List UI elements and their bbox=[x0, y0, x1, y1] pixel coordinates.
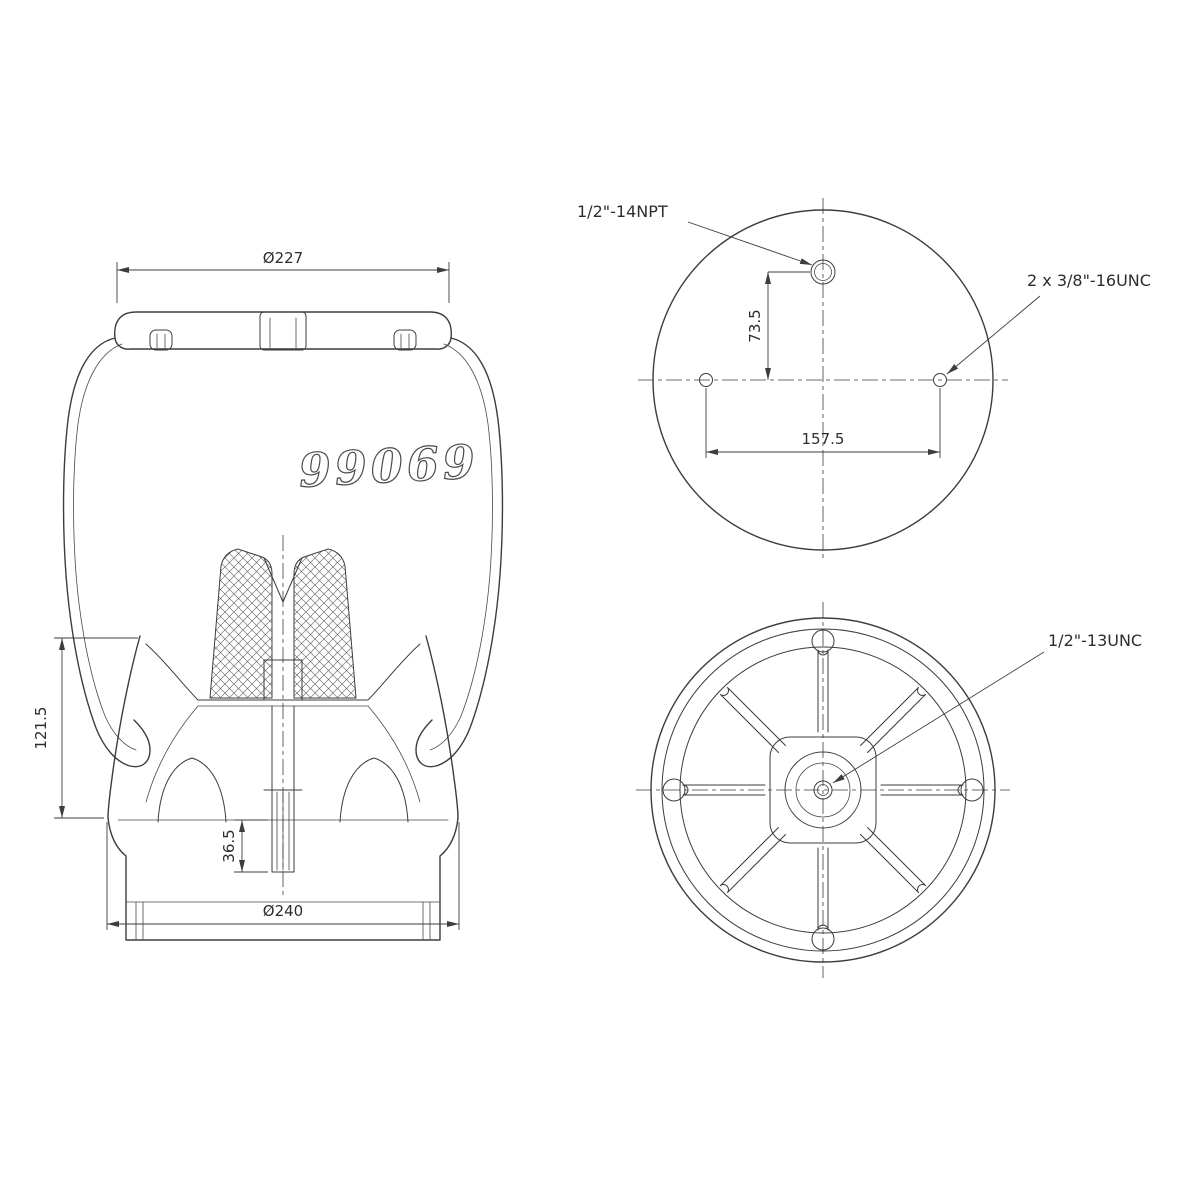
stud bbox=[263, 535, 303, 895]
dim-stud-length: 36.5 bbox=[220, 819, 268, 873]
dim-base-diameter-label: Ø240 bbox=[263, 902, 303, 920]
spoke-northeast bbox=[860, 687, 926, 753]
air-port-callout: 1/2"-14NPT bbox=[577, 202, 813, 266]
spoke-southwest bbox=[720, 827, 786, 893]
spoke-south bbox=[817, 847, 829, 931]
dim-base-diameter: Ø240 bbox=[106, 822, 460, 930]
piston-wall-right bbox=[425, 635, 459, 819]
spoke-north bbox=[817, 649, 829, 733]
spoke-northwest bbox=[720, 687, 786, 753]
bottom-view: 1/2"-13UNC bbox=[636, 602, 1142, 978]
plate-center-boss bbox=[259, 311, 307, 351]
spoke-east bbox=[880, 784, 964, 796]
plate-crimp-right bbox=[393, 329, 417, 351]
center-thread-hole bbox=[813, 780, 833, 800]
dim-stud-spacing: 157.5 bbox=[705, 388, 941, 458]
ear-right bbox=[960, 778, 984, 802]
piston-wall-left bbox=[107, 635, 141, 819]
top-view: 73.5 157.5 1/2"-14NPT 2 x 3/8"-16UNC bbox=[577, 198, 1151, 562]
hub-circle-inner bbox=[795, 762, 851, 818]
center-thread-leader bbox=[832, 651, 1045, 784]
plate-crimp-left-detail bbox=[156, 333, 166, 349]
center-thread-label: 1/2"-13UNC bbox=[1048, 631, 1142, 650]
studs-callout: 2 x 3/8"-16UNC bbox=[946, 271, 1151, 375]
spoke-west bbox=[682, 784, 766, 796]
top-plate bbox=[114, 311, 452, 351]
hub-circle-outer bbox=[784, 751, 862, 829]
dim-top-diameter: Ø227 bbox=[116, 249, 450, 303]
spoke-southeast bbox=[860, 827, 926, 893]
spokes bbox=[682, 649, 964, 931]
dim-extension-lines bbox=[106, 822, 460, 930]
dim-extension-lines bbox=[234, 819, 268, 873]
bellows-inner-right bbox=[429, 343, 493, 751]
ear-left bbox=[662, 778, 686, 802]
center-thread-callout: 1/2"-13UNC bbox=[832, 631, 1142, 784]
dim-stud-spacing-label: 157.5 bbox=[802, 430, 845, 448]
bumper-right-section bbox=[293, 548, 357, 699]
dim-height-label: 121.5 bbox=[32, 707, 50, 750]
dim-extension-lines bbox=[116, 262, 450, 303]
studs-leader bbox=[946, 295, 1041, 375]
hub bbox=[769, 736, 877, 844]
dim-port-offset: 73.5 bbox=[746, 271, 810, 380]
bellows: 99069 bbox=[62, 337, 504, 768]
plate-center-boss-detail bbox=[269, 317, 297, 349]
stud-hole-right bbox=[933, 373, 947, 387]
ear-bottom bbox=[811, 927, 835, 951]
center-thread-minor bbox=[817, 784, 829, 796]
piston-arch-left bbox=[157, 757, 227, 823]
air-port-hole bbox=[810, 259, 836, 285]
piston-top-seat bbox=[145, 643, 421, 701]
side-view: Ø227 99069 bbox=[32, 249, 504, 941]
air-port-label: 1/2"-14NPT bbox=[577, 202, 668, 221]
dim-height: 121.5 bbox=[32, 637, 138, 819]
mounting-ears bbox=[662, 629, 984, 951]
dim-top-diameter-label: Ø227 bbox=[263, 249, 303, 267]
air-port-outer bbox=[810, 259, 836, 285]
piston-arch-right bbox=[339, 757, 409, 823]
bellows-outer-left bbox=[62, 337, 151, 768]
ear-top bbox=[811, 629, 835, 653]
dim-stud-length-label: 36.5 bbox=[220, 829, 238, 862]
air-port-leader bbox=[687, 221, 813, 266]
bellows-outer-right bbox=[415, 337, 504, 768]
stud-hole-left bbox=[699, 373, 713, 387]
dim-port-offset-label: 73.5 bbox=[746, 309, 764, 342]
air-port-thread bbox=[814, 263, 832, 281]
base-outline bbox=[107, 817, 459, 941]
plate-crimp-left bbox=[149, 329, 173, 351]
hub-plate bbox=[769, 736, 877, 844]
bumper-left-section bbox=[209, 548, 273, 699]
bellows-inner-left bbox=[73, 343, 137, 751]
part-number-label: 99069 bbox=[297, 434, 480, 497]
dim-extension-lines bbox=[705, 388, 941, 458]
plate-crimp-right-detail bbox=[400, 333, 410, 349]
studs-label: 2 x 3/8"-16UNC bbox=[1027, 271, 1151, 290]
